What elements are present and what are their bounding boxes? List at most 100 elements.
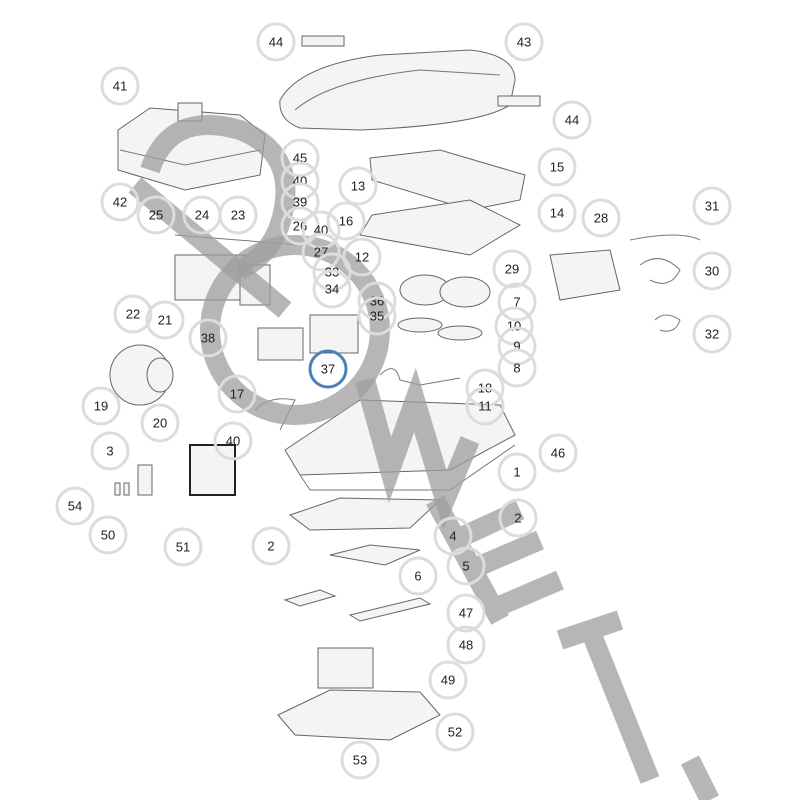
callout-32[interactable]: 32 [692, 314, 732, 354]
callout-17[interactable]: 17 [217, 374, 257, 414]
watermark-dometic [128, 115, 719, 800]
callout-circle [538, 433, 578, 473]
callout-37[interactable]: 37 [308, 349, 348, 389]
callout-number: 1 [513, 465, 520, 480]
callout-8[interactable]: 8 [497, 348, 537, 388]
callout-23[interactable]: 23 [218, 195, 258, 235]
callout-11[interactable]: 11 [465, 386, 505, 426]
callout-41[interactable]: 41 [100, 66, 140, 106]
callout-circle [497, 326, 537, 366]
callout-44[interactable]: 44 [552, 100, 592, 140]
callout-circle [537, 147, 577, 187]
callout-47[interactable]: 47 [446, 593, 486, 633]
callout-number: 4 [449, 529, 456, 544]
callout-45[interactable]: 45 [280, 138, 320, 178]
part-pipe [629, 234, 701, 284]
callout-number: 2 [514, 511, 521, 526]
callout-number: 17 [230, 387, 244, 402]
callout-circle [136, 195, 176, 235]
callout-circle [218, 195, 258, 235]
callout-circle [90, 431, 130, 471]
callout-14[interactable]: 14 [537, 193, 577, 233]
callout-circle [312, 269, 352, 309]
callout-28[interactable]: 28 [581, 198, 621, 238]
callout-38[interactable]: 38 [188, 318, 228, 358]
callout-number: 44 [269, 35, 283, 50]
callout-number: 19 [94, 399, 108, 414]
callout-43[interactable]: 43 [504, 22, 544, 62]
callout-6[interactable]: 6 [398, 556, 438, 596]
callout-number: 31 [705, 199, 719, 214]
callout-52[interactable]: 52 [435, 712, 475, 752]
callout-circle [326, 201, 366, 241]
callout-number: 45 [293, 151, 307, 166]
callout-9[interactable]: 9 [497, 326, 537, 366]
callout-number: 40 [226, 434, 240, 449]
part-rail [283, 589, 337, 607]
callout-40[interactable]: 40 [213, 421, 253, 461]
callout-1[interactable]: 1 [497, 452, 537, 492]
callout-2[interactable]: 2 [498, 498, 538, 538]
callout-circle [88, 515, 128, 555]
callout-circle [446, 593, 486, 633]
part-plate [397, 317, 443, 333]
callout-34[interactable]: 34 [312, 269, 352, 309]
callout-number: 5 [462, 559, 469, 574]
callout-circle [213, 421, 253, 461]
callout-circle [446, 546, 486, 586]
callout-21[interactable]: 21 [145, 300, 185, 340]
callout-number: 39 [293, 195, 307, 210]
callout-31[interactable]: 31 [692, 186, 732, 226]
part-logo-badge [497, 95, 541, 107]
part-battery [114, 482, 121, 496]
callout-22[interactable]: 22 [113, 294, 153, 334]
callout-15[interactable]: 15 [537, 147, 577, 187]
callout-5[interactable]: 5 [446, 546, 486, 586]
callout-number: 54 [68, 499, 82, 514]
callout-circle [280, 138, 320, 178]
callout-3[interactable]: 3 [90, 431, 130, 471]
callout-46[interactable]: 46 [538, 433, 578, 473]
callout-30[interactable]: 30 [692, 251, 732, 291]
callout-29[interactable]: 29 [492, 249, 532, 289]
part-panel [309, 314, 359, 354]
callout-53[interactable]: 53 [340, 740, 380, 780]
callout-circle [188, 318, 228, 358]
callout-number: 47 [459, 606, 473, 621]
callout-54[interactable]: 54 [55, 486, 95, 526]
callout-39[interactable]: 39 [280, 182, 320, 222]
callout-24[interactable]: 24 [182, 195, 222, 235]
part-battery [123, 482, 130, 496]
callout-circle [357, 281, 397, 321]
callout-number: 42 [113, 195, 127, 210]
callout-circle [581, 198, 621, 238]
callout-circle [55, 486, 95, 526]
callout-2[interactable]: 2 [251, 526, 291, 566]
callout-number: 25 [149, 208, 163, 223]
callout-circle [398, 556, 438, 596]
callout-16[interactable]: 16 [326, 201, 366, 241]
callout-20[interactable]: 20 [140, 403, 180, 443]
callout-circle [692, 186, 732, 226]
callout-50[interactable]: 50 [88, 515, 128, 555]
callout-13[interactable]: 13 [338, 166, 378, 206]
callout-42[interactable]: 42 [100, 182, 140, 222]
callout-7[interactable]: 7 [497, 282, 537, 322]
callout-19[interactable]: 19 [81, 386, 121, 426]
callout-circle [498, 498, 538, 538]
callout-48[interactable]: 48 [446, 625, 486, 665]
callout-49[interactable]: 49 [428, 660, 468, 700]
part-control-board [257, 327, 304, 361]
callout-51[interactable]: 51 [163, 527, 203, 567]
callout-number: 41 [113, 79, 127, 94]
callout-circle [163, 527, 203, 567]
callout-44[interactable]: 44 [256, 22, 296, 62]
callout-circle [537, 193, 577, 233]
callout-number: 34 [325, 282, 339, 297]
callout-25[interactable]: 25 [136, 195, 176, 235]
callout-circle [280, 161, 320, 201]
part-cable [379, 368, 461, 386]
callout-number: 37 [321, 362, 335, 377]
callout-35[interactable]: 35 [357, 296, 397, 336]
